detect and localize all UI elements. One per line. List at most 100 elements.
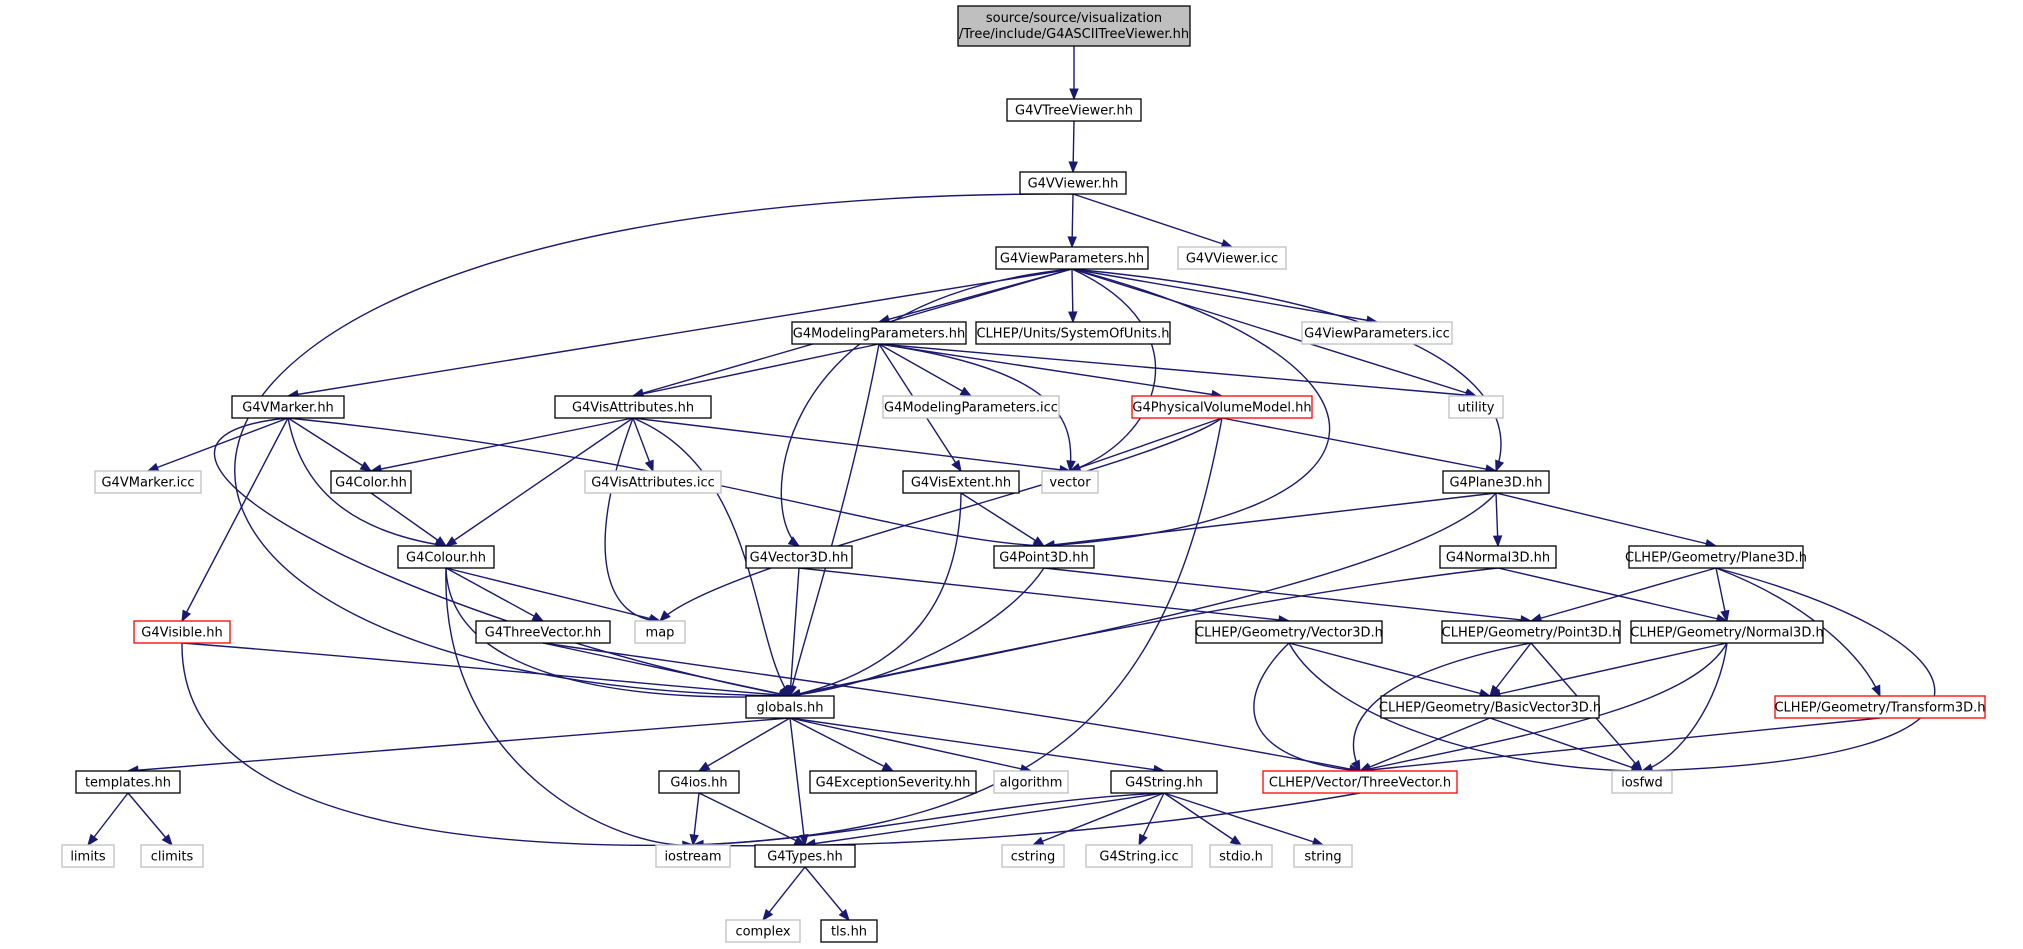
- node-limits[interactable]: limits: [61, 844, 115, 868]
- node-modelingparameters_icc[interactable]: G4ModelingParameters.icc: [882, 395, 1060, 419]
- edge-colour-to-iostream: [445, 567, 695, 851]
- node-label: G4VisExtent.hh: [911, 476, 1011, 491]
- node-box: [1195, 620, 1383, 644]
- node-climits[interactable]: climits: [140, 844, 204, 868]
- node-algorithm[interactable]: algorithm: [993, 770, 1069, 794]
- edge-arrowhead: [762, 908, 774, 922]
- edge-line: [234, 193, 1074, 697]
- node-viewparameters_icc[interactable]: G4ViewParameters.icc: [1301, 321, 1453, 345]
- node-label: CLHEP/Units/SystemOfUnits.h: [976, 327, 1169, 342]
- node-box: [1442, 470, 1550, 494]
- node-root[interactable]: source/source/visualization/Tree/include…: [957, 5, 1191, 47]
- node-clhep_point3d[interactable]: CLHEP/Geometry/Point3D.h: [1441, 620, 1621, 644]
- node-label: G4ViewParameters.hh: [1000, 252, 1144, 267]
- node-g4ios[interactable]: G4ios.hh: [658, 770, 740, 794]
- edge-visattributes-to-colour: [444, 417, 634, 547]
- node-visattributes[interactable]: G4VisAttributes.hh: [554, 395, 712, 419]
- node-clhep_plane3d[interactable]: CLHEP/Geometry/Plane3D.h: [1625, 545, 1807, 569]
- edge-threevector-to-globals: [542, 642, 792, 699]
- edge-arrowhead: [1495, 459, 1505, 473]
- node-clhep_vector3d[interactable]: CLHEP/Geometry/Vector3D.h: [1195, 620, 1383, 644]
- edge-line: [804, 792, 1165, 846]
- node-label: utility: [1458, 401, 1495, 416]
- edge-line: [1288, 642, 1491, 697]
- node-map[interactable]: map: [634, 620, 686, 644]
- node-box: [957, 5, 1191, 47]
- edge-modelingparameters-to-modelingparameters_icc: [878, 343, 973, 397]
- edge-plane3d-to-normal3d: [1492, 492, 1503, 548]
- edge-modelingparameters-to-physicalvolumemodel: [878, 343, 1224, 400]
- node-iostream[interactable]: iostream: [655, 844, 731, 868]
- node-g4string[interactable]: G4String.hh: [1110, 770, 1218, 794]
- node-g4string_icc[interactable]: G4String.icc: [1085, 844, 1193, 868]
- node-stdio[interactable]: stdio.h: [1209, 844, 1273, 868]
- node-box: [655, 844, 731, 868]
- node-vmarker_icc[interactable]: G4VMarker.icc: [94, 470, 202, 494]
- node-vmarker[interactable]: G4VMarker.hh: [231, 395, 345, 419]
- edge-line: [604, 417, 661, 622]
- graph-nodes: source/source/visualization/Tree/include…: [61, 5, 1986, 943]
- edge-point3d-to-clhep_point3d: [1043, 567, 1533, 625]
- node-cstring[interactable]: cstring: [1001, 844, 1065, 868]
- edge-viewparameters-to-systemofunits: [1068, 268, 1078, 324]
- node-vector3d[interactable]: G4Vector3D.hh: [745, 545, 853, 569]
- node-label: G4PhysicalVolumeModel.hh: [1132, 401, 1311, 416]
- node-label: G4Types.hh: [767, 850, 843, 865]
- node-box: [1001, 844, 1065, 868]
- edge-templates-to-climits: [127, 792, 173, 847]
- edge-color-to-colour: [370, 492, 448, 547]
- node-clhep_threevector[interactable]: CLHEP/Vector/ThreeVector.h: [1262, 770, 1458, 794]
- edge-modelingparameters-to-utility: [878, 343, 1478, 400]
- edge-visextent-to-point3d: [960, 492, 1046, 547]
- node-vviewer_icc[interactable]: G4VViewer.icc: [1177, 246, 1287, 270]
- edge-g4string-to-stdio: [1163, 792, 1243, 846]
- node-threevector[interactable]: G4ThreeVector.hh: [475, 620, 611, 644]
- node-box: [820, 919, 878, 943]
- node-point3d[interactable]: G4Point3D.hh: [993, 545, 1095, 569]
- edge-point3d-to-globals: [788, 567, 1045, 700]
- node-templates[interactable]: templates.hh: [75, 770, 181, 794]
- node-exceptionseverity[interactable]: G4ExceptionSeverity.hh: [809, 770, 977, 794]
- edge-arrowhead: [1229, 835, 1243, 846]
- node-visattributes_icc[interactable]: G4VisAttributes.icc: [584, 470, 722, 494]
- edge-arrowhead: [838, 908, 850, 922]
- node-visible[interactable]: G4Visible.hh: [133, 620, 231, 644]
- edge-line: [1489, 642, 1728, 697]
- node-physicalvolumemodel[interactable]: G4PhysicalVolumeModel.hh: [1131, 395, 1313, 419]
- node-vtreeviewer[interactable]: G4VTreeViewer.hh: [1006, 98, 1142, 122]
- edge-line: [1497, 567, 1728, 622]
- edge-g4ios-to-iostream: [689, 792, 700, 847]
- node-label: source/source/visualization: [986, 11, 1162, 26]
- edge-arrowhead: [444, 536, 458, 547]
- edge-line: [798, 567, 1290, 622]
- edge-line: [287, 417, 372, 472]
- edge-clhep_normal3d-to-iosfwd: [1640, 642, 1728, 773]
- node-iosfwd[interactable]: iosfwd: [1611, 770, 1673, 794]
- node-utility[interactable]: utility: [1448, 395, 1504, 419]
- node-globals[interactable]: globals.hh: [745, 695, 835, 719]
- node-viewparameters[interactable]: G4ViewParameters.hh: [995, 246, 1149, 270]
- edge-line: [780, 268, 1073, 547]
- edge-line: [789, 567, 800, 697]
- node-tls[interactable]: tls.hh: [820, 919, 878, 943]
- node-color[interactable]: G4Color.hh: [330, 470, 412, 494]
- node-label: CLHEP/Geometry/Plane3D.h: [1625, 551, 1807, 566]
- node-systemofunits[interactable]: CLHEP/Units/SystemOfUnits.h: [975, 321, 1171, 345]
- node-plane3d[interactable]: G4Plane3D.hh: [1442, 470, 1550, 494]
- node-colour[interactable]: G4Colour.hh: [397, 545, 495, 569]
- edge-line: [1359, 642, 1728, 772]
- node-modelingparameters[interactable]: G4ModelingParameters.hh: [791, 321, 967, 345]
- node-complex[interactable]: complex: [725, 919, 801, 943]
- node-vviewer[interactable]: G4VViewer.hh: [1019, 171, 1127, 195]
- node-g4types[interactable]: G4Types.hh: [754, 844, 856, 868]
- node-clhep_transform3d[interactable]: CLHEP/Geometry/Transform3D.h: [1774, 695, 1986, 719]
- edge-clhep_normal3d-to-clhep_basicvector3d: [1488, 642, 1728, 699]
- node-normal3d[interactable]: G4Normal3D.hh: [1439, 545, 1557, 569]
- node-clhep_normal3d[interactable]: CLHEP/Geometry/Normal3D.h: [1630, 620, 1824, 644]
- edge-line: [445, 417, 634, 547]
- node-string[interactable]: string: [1293, 844, 1353, 868]
- edge-line: [1253, 642, 1361, 772]
- node-vector[interactable]: vector: [1041, 470, 1099, 494]
- node-clhep_basicvector3d[interactable]: CLHEP/Geometry/BasicVector3D.h: [1379, 695, 1601, 719]
- node-visextent[interactable]: G4VisExtent.hh: [902, 470, 1020, 494]
